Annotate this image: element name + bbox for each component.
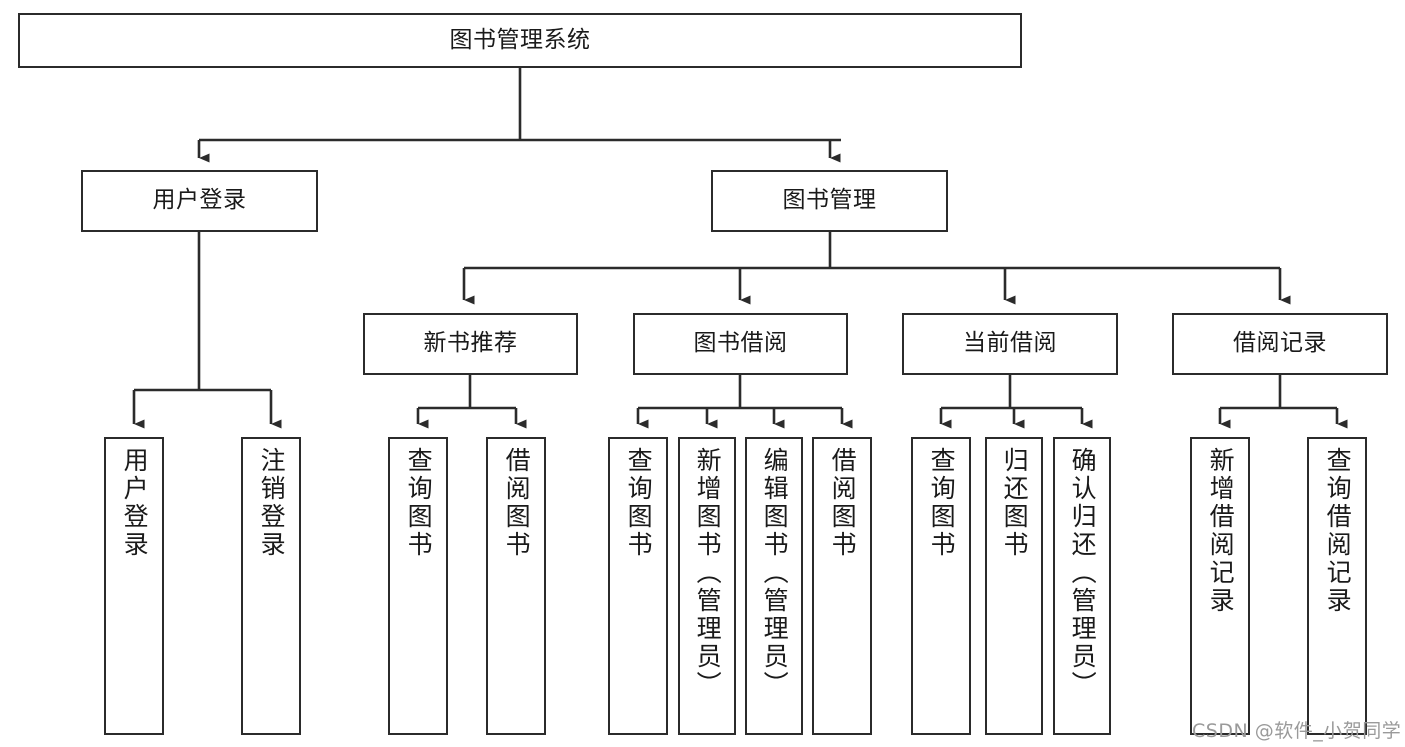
node-book-manage-label: 图书管理 — [782, 187, 877, 214]
node-leaf-confirm-return[interactable]: 确认归还（管理员） — [1053, 437, 1111, 735]
node-leaf-user-login-label: 用户登录 — [120, 447, 150, 559]
node-current-borrow[interactable]: 当前借阅 — [902, 313, 1118, 375]
node-leaf-confirm-return-label: 确认归还（管理员） — [1068, 447, 1098, 699]
node-current-borrow-label: 当前借阅 — [963, 330, 1057, 357]
node-leaf-query-book-1-label: 查询图书 — [404, 447, 434, 559]
node-leaf-query-record[interactable]: 查询借阅记录 — [1307, 437, 1367, 735]
node-leaf-user-logout[interactable]: 注销登录 — [241, 437, 301, 735]
node-leaf-user-login[interactable]: 用户登录 — [104, 437, 164, 735]
node-leaf-query-book-3[interactable]: 查询图书 — [911, 437, 971, 735]
node-user-login-label: 用户登录 — [152, 187, 247, 214]
node-borrow-record-label: 借阅记录 — [1233, 330, 1327, 357]
node-root-label: 图书管理系统 — [449, 26, 591, 53]
node-borrow-record[interactable]: 借阅记录 — [1172, 313, 1388, 375]
node-new-book-recommend[interactable]: 新书推荐 — [363, 313, 578, 375]
watermark-text: CSDN @软件_小贺同学 — [1192, 720, 1402, 742]
node-leaf-add-book-label: 新增图书（管理员） — [693, 447, 723, 699]
node-leaf-query-book-1[interactable]: 查询图书 — [388, 437, 448, 735]
node-leaf-query-book-2-label: 查询图书 — [624, 447, 654, 559]
node-leaf-add-record[interactable]: 新增借阅记录 — [1190, 437, 1250, 735]
node-book-manage[interactable]: 图书管理 — [711, 170, 948, 232]
node-leaf-query-record-label: 查询借阅记录 — [1323, 447, 1353, 615]
node-leaf-query-book-2[interactable]: 查询图书 — [608, 437, 668, 735]
node-new-book-recommend-label: 新书推荐 — [423, 330, 518, 357]
node-leaf-borrow-book-2[interactable]: 借阅图书 — [812, 437, 872, 735]
node-leaf-add-book[interactable]: 新增图书（管理员） — [678, 437, 736, 735]
node-root[interactable]: 图书管理系统 — [18, 13, 1022, 68]
node-leaf-edit-book-label: 编辑图书（管理员） — [760, 447, 790, 699]
node-leaf-return-book-label: 归还图书 — [1000, 447, 1030, 559]
node-leaf-borrow-book-2-label: 借阅图书 — [828, 447, 858, 559]
node-leaf-borrow-book-1-label: 借阅图书 — [502, 447, 532, 559]
node-leaf-query-book-3-label: 查询图书 — [927, 447, 957, 559]
node-leaf-user-logout-label: 注销登录 — [257, 447, 287, 559]
node-leaf-return-book[interactable]: 归还图书 — [985, 437, 1043, 735]
node-book-borrow[interactable]: 图书借阅 — [633, 313, 848, 375]
node-user-login[interactable]: 用户登录 — [81, 170, 318, 232]
node-book-borrow-label: 图书借阅 — [693, 330, 788, 357]
node-leaf-borrow-book-1[interactable]: 借阅图书 — [486, 437, 546, 735]
node-leaf-add-record-label: 新增借阅记录 — [1206, 447, 1236, 615]
node-leaf-edit-book[interactable]: 编辑图书（管理员） — [745, 437, 803, 735]
